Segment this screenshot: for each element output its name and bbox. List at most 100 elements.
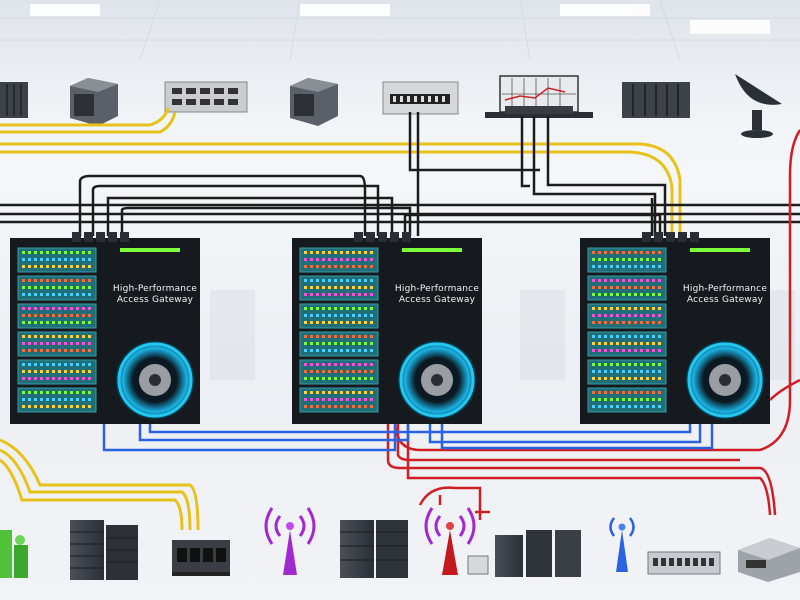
led <box>58 405 61 408</box>
led <box>640 335 643 338</box>
led <box>604 286 607 289</box>
satellite-dish-icon[interactable] <box>735 74 782 138</box>
led <box>46 370 49 373</box>
led <box>52 398 55 401</box>
led <box>610 349 613 352</box>
led <box>322 377 325 380</box>
led <box>34 363 37 366</box>
led <box>340 251 343 254</box>
router-icon[interactable] <box>172 540 230 576</box>
led <box>304 279 307 282</box>
led <box>370 391 373 394</box>
led <box>64 377 67 380</box>
top-device-network-switch[interactable] <box>164 81 248 113</box>
led <box>592 370 595 373</box>
led <box>346 405 349 408</box>
led <box>64 398 67 401</box>
led <box>322 321 325 324</box>
led <box>598 370 601 373</box>
led <box>622 293 625 296</box>
green-device-icon[interactable] <box>0 530 28 578</box>
access-gateway-3[interactable] <box>580 232 770 424</box>
top-device-network-monitor[interactable] <box>485 75 593 118</box>
led <box>70 293 73 296</box>
led <box>40 307 43 310</box>
led <box>628 251 631 254</box>
wireless-tower-icon-2[interactable] <box>424 507 476 575</box>
led <box>640 293 643 296</box>
top-device-patch-panel[interactable] <box>382 81 459 115</box>
led <box>358 398 361 401</box>
access-gateway-1[interactable] <box>10 232 200 424</box>
led <box>46 391 49 394</box>
led <box>70 279 73 282</box>
led <box>322 293 325 296</box>
led <box>82 398 85 401</box>
led <box>46 321 49 324</box>
led <box>616 307 619 310</box>
wireless-tower-icon-3[interactable] <box>609 517 635 572</box>
led <box>82 286 85 289</box>
access-gateway-2[interactable] <box>292 232 482 424</box>
led <box>658 377 661 380</box>
led <box>322 307 325 310</box>
gateway-port <box>390 232 399 242</box>
led <box>340 314 343 317</box>
led <box>610 251 613 254</box>
led <box>82 405 85 408</box>
led <box>88 279 91 282</box>
led <box>58 391 61 394</box>
led <box>616 293 619 296</box>
led <box>658 405 661 408</box>
led <box>598 251 601 254</box>
led <box>346 293 349 296</box>
led <box>28 398 31 401</box>
led <box>22 398 25 401</box>
led <box>652 370 655 373</box>
led <box>634 321 637 324</box>
led <box>76 279 79 282</box>
led <box>622 398 625 401</box>
led <box>334 342 337 345</box>
led <box>592 398 595 401</box>
led <box>658 258 661 261</box>
top-device-server-rack-left[interactable] <box>0 82 28 118</box>
led <box>40 377 43 380</box>
led <box>310 335 313 338</box>
led <box>346 265 349 268</box>
led <box>640 251 643 254</box>
fan-hub <box>149 374 161 386</box>
top-device-server-rack-right[interactable] <box>622 82 690 118</box>
led <box>352 349 355 352</box>
led <box>610 398 613 401</box>
led <box>364 377 367 380</box>
led <box>310 293 313 296</box>
led <box>364 391 367 394</box>
top-device-server-box[interactable] <box>70 78 118 126</box>
led <box>40 398 43 401</box>
led <box>610 293 613 296</box>
server-cabinet-icon-1[interactable] <box>70 520 138 580</box>
led <box>34 307 37 310</box>
router-box-icon[interactable] <box>738 538 800 582</box>
led <box>58 321 61 324</box>
led <box>340 265 343 268</box>
network-switch-icon-bottom[interactable] <box>647 551 721 575</box>
wireless-tower-icon-1[interactable] <box>264 507 316 575</box>
led <box>370 342 373 345</box>
top-device-server-box-2[interactable] <box>290 78 338 126</box>
led <box>634 307 637 310</box>
gateway-port <box>678 232 687 242</box>
led <box>22 377 25 380</box>
led <box>304 258 307 261</box>
led <box>82 391 85 394</box>
server-cabinet-icon-3[interactable] <box>495 530 581 577</box>
led <box>370 279 373 282</box>
yellow-cables <box>0 107 682 531</box>
server-cabinet-icon-2[interactable] <box>340 520 408 578</box>
led <box>334 251 337 254</box>
led <box>634 398 637 401</box>
led <box>646 321 649 324</box>
small-box-icon[interactable] <box>467 555 489 575</box>
led <box>34 342 37 345</box>
